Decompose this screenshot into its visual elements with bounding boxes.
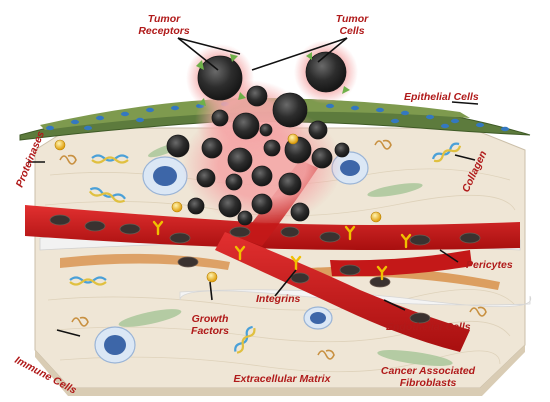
endothelial-cells [49, 214, 481, 324]
label-endothelial-cells: Endothelial Cells [386, 321, 471, 333]
label-extracellular-matrix: Extracellular Matrix [234, 373, 332, 385]
growth-factors [54, 133, 382, 283]
tumor-receptors [196, 52, 350, 106]
label-pericytes: Pericytes [466, 259, 513, 271]
tumor-cells [166, 51, 350, 226]
label-growth-factors-line2: Factors [191, 325, 229, 337]
labels: Tumor Receptors Tumor Cells Epithelial C… [13, 13, 513, 397]
label-tumor-cells-line1: Tumor [336, 13, 369, 25]
label-tumor-receptors-line1: Tumor [148, 13, 181, 25]
integrins [152, 220, 412, 281]
label-cancer-associated-fibroblasts-line1: Cancer Associated [381, 365, 476, 377]
label-epithelial-cells: Epithelial Cells [404, 91, 479, 103]
label-tumor-cells-line2: Cells [339, 25, 364, 37]
label-tumor-receptors-line2: Receptors [138, 25, 190, 37]
collagen-fibers [69, 142, 462, 354]
label-integrins: Integrins [256, 293, 300, 305]
label-cancer-associated-fibroblasts-line2: Fibroblasts [400, 377, 457, 389]
label-growth-factors-line1: Growth [192, 313, 229, 325]
leader-lines [28, 37, 479, 337]
